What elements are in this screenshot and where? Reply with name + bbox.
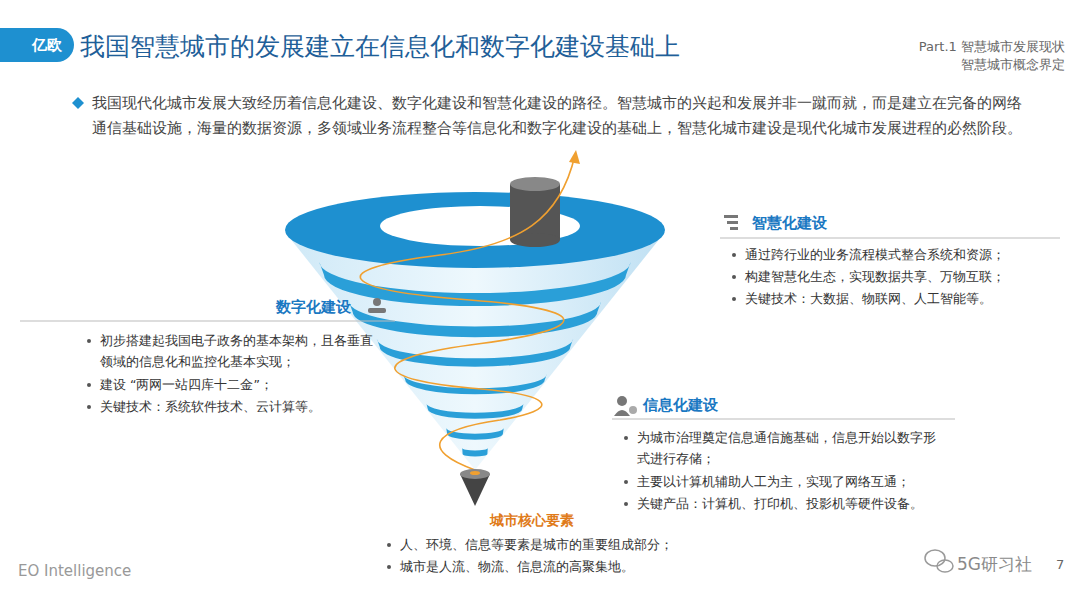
funnel-bands bbox=[319, 262, 630, 457]
bullet-text: 城市是人流、物流、信息流的高聚集地。 bbox=[400, 556, 720, 577]
footer-text: EO Intelligence bbox=[18, 562, 131, 580]
watermark: 5G研习社 bbox=[957, 553, 1032, 576]
bullet-text: 通过跨行业的业务流程模式整合系统和资源； bbox=[745, 244, 1065, 265]
spiral-arrowhead bbox=[569, 150, 580, 164]
bullet-text: 建设 “两网一站四库十二金”； bbox=[100, 374, 385, 395]
logo-tab: 亿欧 bbox=[0, 28, 74, 62]
core-heading: 城市核心要素 bbox=[490, 512, 574, 530]
heading-rule bbox=[720, 238, 1060, 239]
funnel-band bbox=[446, 428, 503, 440]
bullet-text: 关键产品：计算机、打印机、投影机等硬件设备。 bbox=[637, 493, 957, 514]
tip-dot bbox=[470, 471, 480, 475]
diamond-bullet bbox=[72, 97, 84, 109]
funnel-band bbox=[319, 262, 630, 306]
funnel-band bbox=[426, 403, 523, 419]
page-number: 7 bbox=[1056, 557, 1064, 572]
section-label: 智慧城市概念界定 bbox=[760, 56, 1065, 74]
stage-heading: 数字化建设 bbox=[276, 298, 351, 317]
section-label: Part.1 智慧城市发展现状 bbox=[760, 38, 1065, 56]
bullet-text: 关键技术：大数据、物联网、人工智能等。 bbox=[745, 288, 1065, 309]
heading-rule bbox=[20, 321, 395, 322]
wechat-icon bbox=[925, 550, 953, 572]
logo-text: 亿欧 bbox=[32, 36, 62, 55]
stage-heading: 智慧化建设 bbox=[752, 214, 827, 233]
bullet-text: 初步搭建起我国电子政务的基本架构，且各垂直领域的信息化和监控化基本实现； bbox=[100, 330, 385, 372]
bullet-text: 关键技术：系统软件技术、云计算等。 bbox=[100, 396, 385, 417]
cylinder bbox=[510, 184, 560, 240]
funnel-band bbox=[403, 374, 547, 394]
funnel-rim bbox=[285, 192, 665, 268]
cylinder-top bbox=[510, 177, 560, 191]
bullet-text: 主要以计算机辅助人工为主，实现了网络互通； bbox=[637, 471, 947, 492]
stage-heading: 信息化建设 bbox=[643, 396, 718, 415]
spiral-line bbox=[360, 155, 575, 470]
bullet-text: 为城市治理奠定信息通信施基础，信息开始以数字形式进行存储； bbox=[637, 427, 947, 469]
heading-rule bbox=[612, 419, 955, 420]
heading-icon bbox=[368, 215, 738, 416]
intro-text: 我国现代化城市发展大致经历着信息化建设、数字化建设和智慧化建设的路径。智慧城市的… bbox=[92, 91, 1032, 141]
slide-title: 我国智慧城市的发展建立在信息化和数字化建设基础上 bbox=[80, 30, 680, 63]
funnel-band bbox=[377, 339, 573, 367]
funnel-band bbox=[462, 448, 488, 457]
tip-top bbox=[460, 469, 490, 479]
bullet-text: 构建智慧化生态，实现数据共享、万物互联； bbox=[745, 266, 1065, 287]
bullet-text: 人、环境、信息等要素是城市的重要组成部分； bbox=[400, 534, 720, 555]
